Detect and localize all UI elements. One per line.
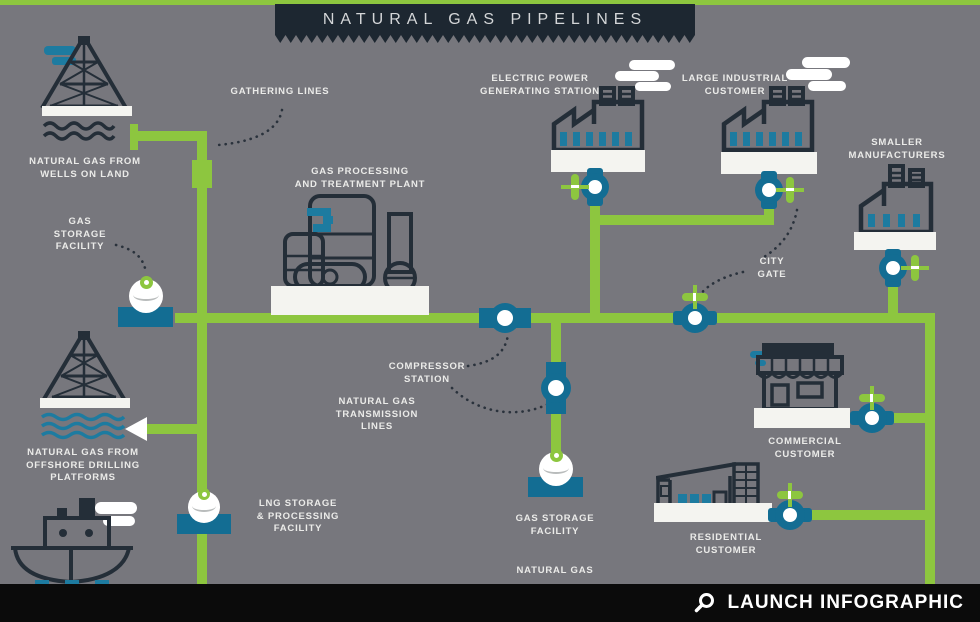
launch-infographic-label: LAUNCH INFOGRAPHIC [727, 592, 964, 613]
manufacturer-meter-icon [879, 249, 907, 287]
pipe-industrial-crossline [590, 215, 774, 225]
house-base-bar [654, 503, 772, 522]
gas-storage-tank-icon [116, 276, 176, 328]
label-commercial: COMMERCIAL CUSTOMER [768, 436, 842, 460]
plant-platform-bar [271, 286, 429, 315]
oil-derrick-icon [40, 36, 128, 110]
pipe-residential-stub [802, 510, 929, 520]
pipe-offshore-line [145, 424, 202, 434]
pipe-coupling [192, 160, 212, 188]
pipe-gathering-horizontal [136, 131, 202, 141]
industrial-factory-icon [721, 86, 815, 152]
city-gate-valve-icon [681, 283, 709, 311]
pipe-wellhead-cap [130, 124, 138, 150]
label-city-gate: CITY GATE [757, 256, 787, 280]
compressor-station-icon [479, 303, 531, 333]
storefront-base-bar [754, 408, 850, 428]
pipe-distribution-right [925, 313, 935, 584]
compressor-station-icon [541, 362, 571, 414]
label-smaller-manufacturers: SMALLER MANUFACTURERS [848, 137, 946, 161]
page-title: NATURAL GAS PIPELINES [322, 10, 648, 28]
power-station-factory-icon [551, 86, 645, 152]
electric-valve-icon [561, 173, 589, 201]
label-gas-storage-left: GAS STORAGE FACILITY [53, 216, 107, 252]
cloud-icon [786, 57, 850, 91]
industrial-valve-icon [776, 176, 804, 204]
lng-tanker-boat-icon [11, 498, 137, 584]
label-lng: LNG STORAGE & PROCESSING FACILITY [256, 498, 340, 534]
label-natural-gas: NATURAL GAS [516, 565, 594, 576]
pipe-manufacturer-drop [888, 282, 898, 318]
launch-infographic-button[interactable]: LAUNCH INFOGRAPHIC [0, 584, 980, 622]
manufacturer-factory-icon [858, 164, 934, 234]
electric-meter-icon [581, 168, 609, 206]
lng-storage-tank-icon [174, 488, 234, 541]
offshore-platform-bar [40, 398, 130, 408]
well-platform-bar [42, 106, 132, 116]
top-accent-strip [0, 0, 980, 5]
title-banner: NATURAL GAS PIPELINES [275, 4, 695, 35]
pipe-industrial-drop [764, 203, 774, 223]
magnifier-icon [694, 593, 714, 613]
gas-storage-tank-icon [526, 449, 586, 503]
label-offshore: NATURAL GAS FROM OFFSHORE DRILLING PLATF… [26, 447, 140, 483]
pipe-commercial-stub [884, 413, 929, 423]
commercial-meter-icon [850, 403, 894, 433]
label-electric-power: ELECTRIC POWER GENERATING STATION [480, 73, 600, 97]
land-waves-icon [42, 121, 116, 141]
city-gate-meter-icon [673, 303, 717, 333]
factory-base-bar [721, 152, 817, 174]
storefront-icon [750, 343, 844, 411]
sea-waves-icon [40, 412, 126, 440]
pipe-electric-branch [590, 203, 600, 318]
label-wells-on-land: NATURAL GAS FROM WELLS ON LAND [29, 156, 141, 180]
label-processing-plant: GAS PROCESSING AND TREATMENT PLANT [294, 166, 426, 190]
label-large-industrial: LARGE INDUSTRIAL CUSTOMER [681, 73, 789, 97]
pipe-gathering-vertical [197, 131, 207, 584]
cloud-icon [615, 60, 675, 91]
label-transmission-lines: NATURAL GAS TRANSMISSION LINES [335, 396, 419, 432]
offshore-arrowhead [125, 417, 147, 441]
commercial-valve-icon [858, 384, 886, 412]
residential-valve-icon [776, 481, 804, 509]
manufacturer-valve-icon [901, 254, 929, 282]
offshore-derrick-icon [42, 331, 126, 401]
banner-zigzag-edge [275, 35, 695, 43]
label-compressor-station: COMPRESSOR STATION [388, 361, 466, 385]
label-residential: RESIDENTIAL CUSTOMER [689, 532, 763, 556]
label-gathering-lines: GATHERING LINES [230, 86, 330, 97]
label-gas-storage-center: GAS STORAGE FACILITY [515, 513, 595, 537]
processing-plant-icon [283, 194, 417, 298]
factory-base-bar [551, 150, 645, 172]
factory-base-bar [854, 232, 936, 250]
